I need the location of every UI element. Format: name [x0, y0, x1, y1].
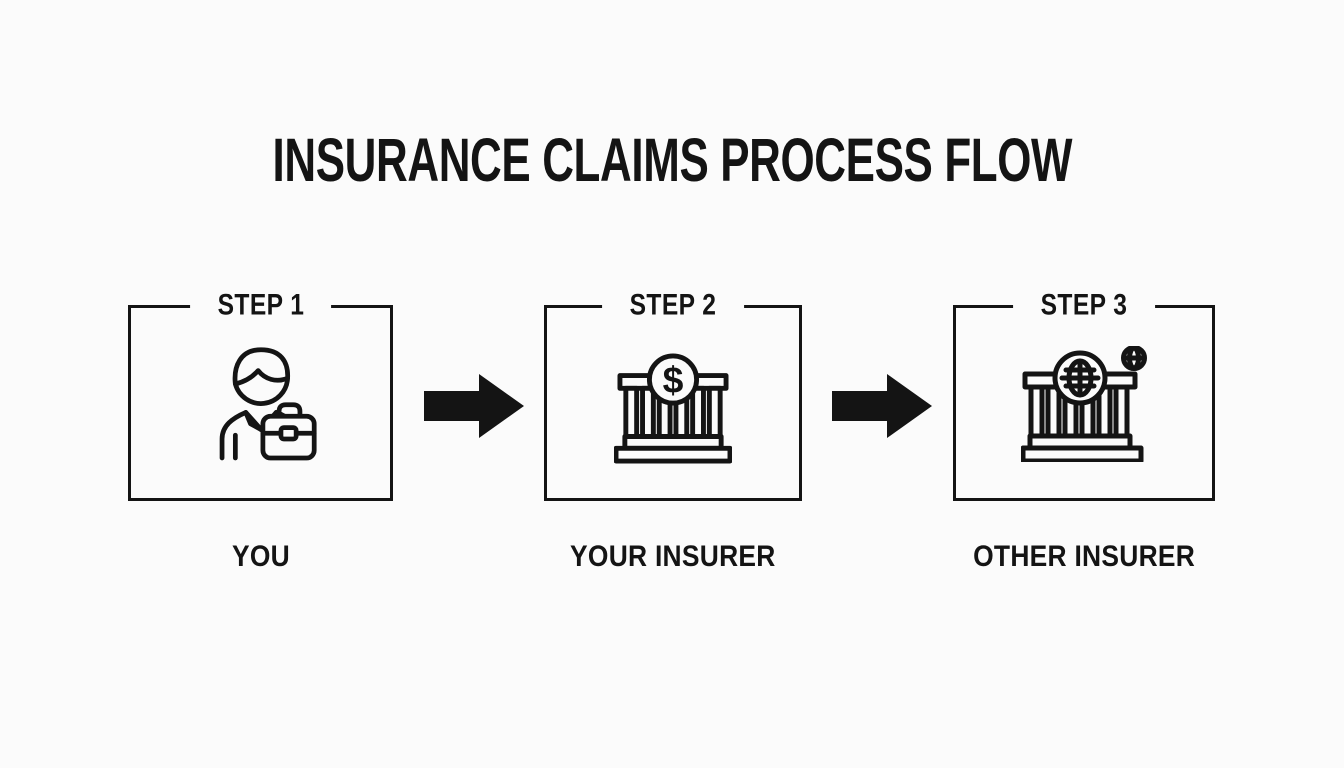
- step-label-2: STEP 2: [602, 288, 744, 322]
- person-briefcase-icon: [204, 338, 318, 464]
- right-arrow-icon: [832, 374, 932, 438]
- step-caption-your-insurer: YOUR INSURER: [570, 540, 776, 573]
- step-box-3: STEP 3: [953, 288, 1215, 501]
- page-title: INSURANCE CLAIMS PROCESS FLOW: [0, 130, 1344, 191]
- step-label-3: STEP 3: [1013, 288, 1155, 322]
- dollar-sign: $: [663, 358, 684, 400]
- globe-grid: [1059, 358, 1101, 398]
- step-box-2: STEP 2 $: [544, 288, 802, 501]
- bank-globe-icon: [1021, 346, 1147, 462]
- small-globe-icon: [1121, 346, 1147, 371]
- step-box-1: STEP 1: [128, 288, 393, 501]
- page-title-text: INSURANCE CLAIMS PROCESS FLOW: [272, 126, 1072, 194]
- right-arrow-icon: [424, 374, 524, 438]
- step-label-1: STEP 1: [189, 288, 332, 322]
- step-caption-you: YOU: [231, 540, 290, 573]
- bank-dollar-icon: $: [614, 352, 732, 464]
- step-caption-other-insurer: OTHER INSURER: [973, 540, 1195, 573]
